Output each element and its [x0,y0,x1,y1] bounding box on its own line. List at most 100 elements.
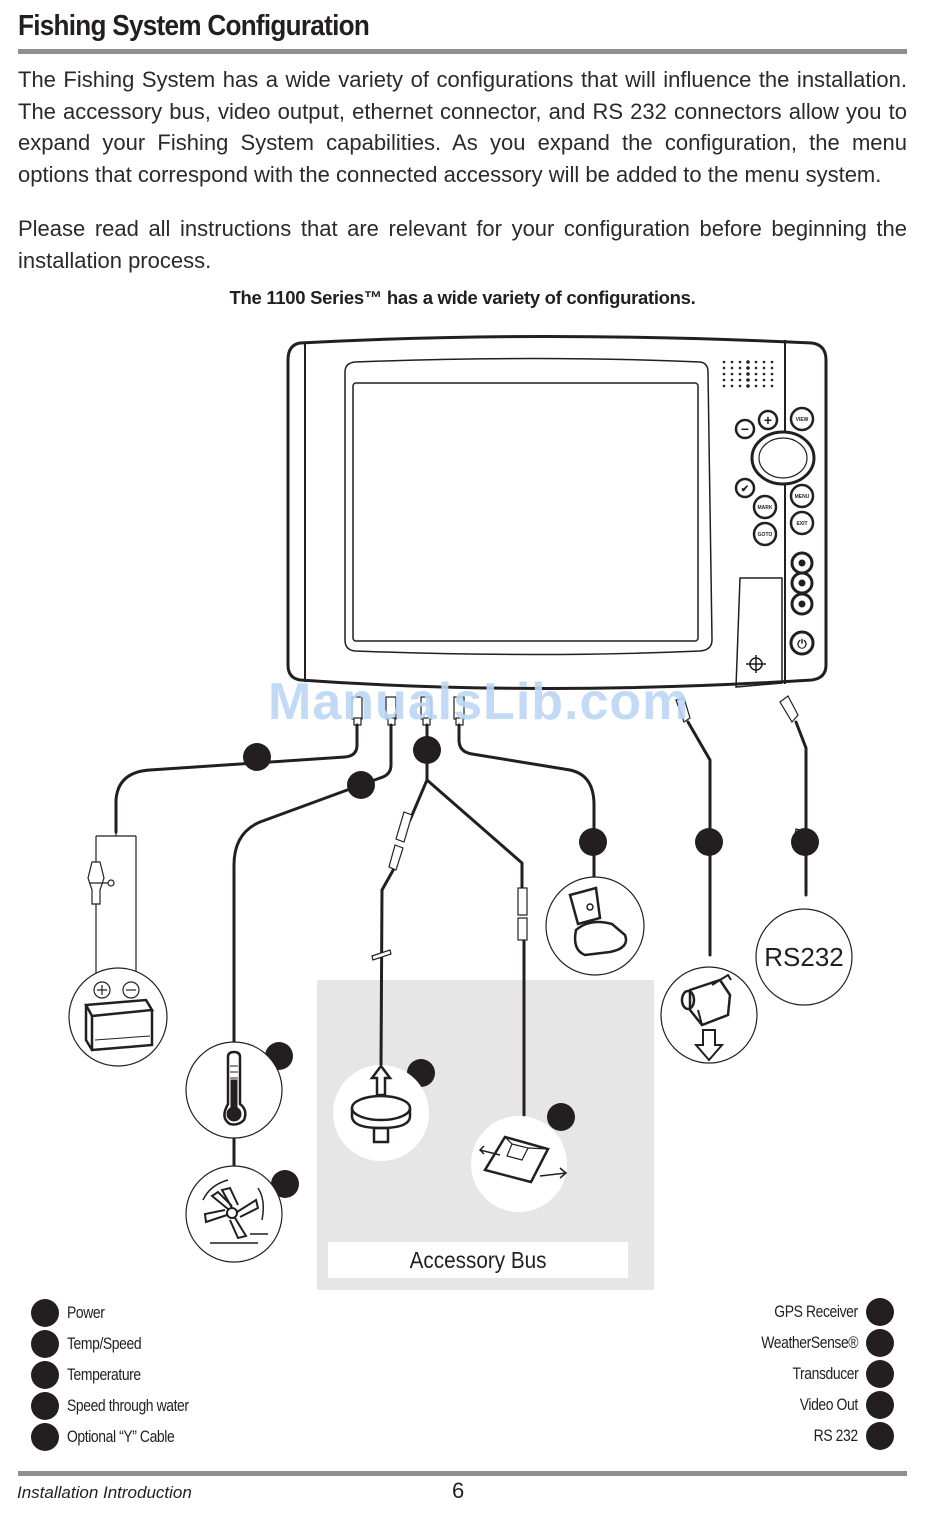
speaker-hole [722,360,726,364]
svg-text:⏻: ⏻ [797,637,807,651]
figure-caption: The 1100 Series™ has a wide variety of c… [229,287,696,308]
speaker-hole [754,384,758,388]
power-button: ⏻ [789,630,815,656]
speaker-hole [770,372,774,376]
callout-dot-icon [866,1328,894,1357]
shortcut-button-3 [790,592,814,616]
goto-button: GOTO [752,521,778,547]
shortcut-button-1 [790,551,814,575]
speaker-hole [754,366,758,370]
speaker-hole [722,372,726,376]
check-button: ✔ [734,477,756,499]
speaker-hole [770,378,774,382]
callout-dot-icon [866,1297,894,1326]
display-screen [352,382,699,642]
title-divider [18,49,907,54]
speaker-hole [762,378,766,382]
callout-dots [243,736,819,1198]
svg-text:MARK: MARK [758,505,773,511]
fuse-holder [87,832,137,975]
battery-icon [68,967,168,1067]
speaker-hole [762,384,766,388]
gps-icon [746,655,766,673]
zoom-out-button: − [734,418,756,440]
svg-text:MENU: MENU [795,494,810,500]
speaker-hole [770,366,774,370]
legend-item-video-out: Video Out [740,1390,894,1421]
callout-temp-speed [347,771,375,799]
legend-item-power: Power [31,1297,215,1328]
page-number: 6 [452,1478,465,1503]
zoom-in-button: + [757,409,779,431]
callout-video-out [695,828,723,856]
cursor-control-pad [750,430,816,486]
speaker-hole [738,360,742,364]
callout-y-cable [413,736,441,764]
speaker-hole [746,378,750,382]
legend-item-rs232: RS 232 [740,1421,894,1452]
connectors [351,695,799,726]
callout-dot-icon [31,1298,59,1327]
svg-text:✔: ✔ [741,484,749,495]
footer-divider [18,1471,907,1476]
legend-item-y-cable: Optional “Y” Cable [31,1422,215,1453]
fishfinder-unit [286,335,828,690]
speaker-hole [746,372,750,376]
legend-item-weathersense: WeatherSense® [740,1327,894,1358]
speaker-hole [722,384,726,388]
legend-right: GPS Receiver WeatherSense® Transducer Vi… [740,1296,894,1452]
intro-paragraph: The Fishing System has a wide variety of… [18,67,907,187]
speaker-hole [746,360,750,364]
rs232-icon: RS232 [755,908,853,1006]
y-cable-connectors [388,811,528,941]
callout-speed [271,1170,299,1198]
page-title: Fishing System Configuration [18,10,370,42]
legend-item-gps: GPS Receiver [740,1296,894,1327]
callout-power [243,743,271,771]
shortcut-button-2 [790,571,814,595]
legend-item-temperature: Temperature [31,1359,215,1390]
speaker-grille [722,360,774,388]
speaker-hole [770,384,774,388]
gps-receiver-icon [333,1063,429,1161]
speaker-hole [730,360,734,364]
callout-dot-icon [31,1423,59,1452]
svg-text:RS232: RS232 [764,942,844,972]
weathersense-icon [471,1116,568,1212]
instructions-paragraph: Please read all instructions that are re… [18,216,907,273]
callout-dot-icon [31,1329,59,1358]
speaker-hole [762,360,766,364]
svg-text:−: − [741,421,749,437]
footer-section-title: Installation Introduction [17,1483,192,1502]
callout-transducer [579,828,607,856]
legend-item-temp-speed: Temp/Speed [31,1328,215,1359]
speaker-hole [754,372,758,376]
callout-dot-icon [866,1359,894,1388]
mark-button: MARK [752,494,778,520]
exit-button: EXIT [789,510,815,536]
cables [114,720,808,1170]
video-camera-icon [660,966,758,1064]
speaker-hole [754,378,758,382]
speaker-hole [738,384,742,388]
svg-text:VIEW: VIEW [796,417,809,423]
speaker-hole [762,372,766,376]
callout-weathersense [547,1103,575,1131]
legend-item-transducer: Transducer [740,1358,894,1389]
speed-paddlewheel-icon [185,1165,283,1263]
svg-text:EXIT: EXIT [796,521,807,527]
speaker-hole [762,366,766,370]
speaker-hole [770,360,774,364]
svg-text:+: + [764,412,772,428]
transducer-icon [545,876,645,976]
callout-dot-icon [866,1391,894,1420]
temperature-sensor-icon [185,1041,283,1139]
speaker-hole [746,384,750,388]
legend-left: Power Temp/Speed Temperature Speed throu… [31,1297,215,1453]
speaker-hole [746,366,750,370]
speaker-hole [730,378,734,382]
menu-button: MENU [789,483,815,509]
svg-text:GOTO: GOTO [758,532,773,538]
callout-dot-icon [866,1422,894,1451]
